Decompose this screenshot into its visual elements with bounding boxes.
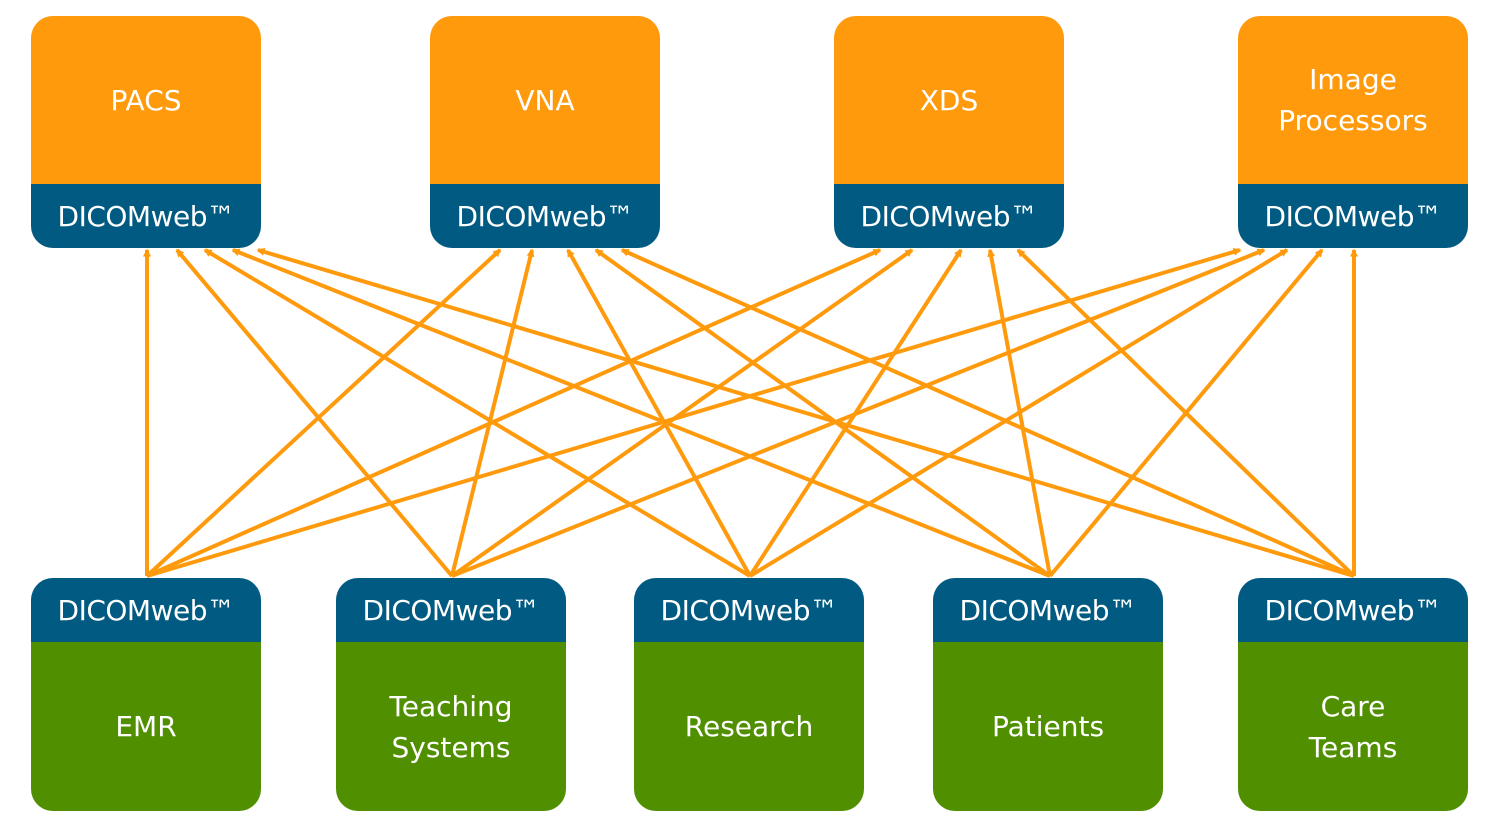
consumer-node-emr: DICOMweb™ EMR (31, 578, 261, 811)
connection-arrow (566, 248, 752, 577)
connection-arrow (175, 248, 454, 578)
dicomweb-badge: DICOMweb™ (31, 578, 261, 642)
connection-arrow (748, 248, 1289, 578)
connection-arrow (450, 248, 535, 577)
connection-arrow (146, 248, 882, 578)
dicomweb-badge: DICOMweb™ (933, 578, 1163, 642)
consumer-label-care-teams: Care Teams (1308, 689, 1398, 764)
connection-arrow (256, 248, 1355, 578)
source-label-image-processors: Image Processors (1278, 63, 1428, 137)
consumer-node-patients: DICOMweb™ Patients (933, 578, 1163, 811)
consumer-label-research: Research (684, 710, 814, 743)
connection-arrow (203, 248, 752, 578)
connection-arrow (1048, 248, 1324, 578)
source-label-xds: XDS (919, 83, 979, 117)
dicomweb-badge: DICOMweb™ (1238, 184, 1468, 248)
connection-arrow (231, 248, 1051, 578)
connection-arrow (450, 248, 914, 578)
connection-arrow (594, 248, 1052, 578)
source-label-vna: VNA (515, 83, 575, 117)
source-label-pacs: PACS (110, 83, 182, 117)
consumer-label-teaching-systems: Teaching Systems (389, 689, 513, 764)
dicomweb-badge: DICOMweb™ (634, 578, 864, 642)
connection-arrow (145, 248, 502, 578)
source-node-image-processors: Image Processors DICOMweb™ (1238, 16, 1468, 248)
connection-arrow (146, 248, 1242, 578)
connection-arrow (451, 248, 1266, 578)
source-node-xds: XDS DICOMweb™ (834, 16, 1064, 248)
dicomweb-badge: DICOMweb™ (834, 184, 1064, 248)
dicomweb-badge: DICOMweb™ (31, 184, 261, 248)
connection-arrow (620, 248, 1355, 578)
source-node-pacs: PACS DICOMweb™ (31, 16, 261, 248)
consumer-node-teaching-systems: DICOMweb™ Teaching Systems (336, 578, 566, 811)
consumer-node-care-teams: DICOMweb™ Care Teams (1238, 578, 1468, 811)
source-node-vna: VNA DICOMweb™ (430, 16, 660, 248)
dicomweb-badge: DICOMweb™ (336, 578, 566, 642)
dicomweb-badge: DICOMweb™ (430, 184, 660, 248)
consumer-label-emr: EMR (115, 710, 177, 743)
consumer-node-research: DICOMweb™ Research (634, 578, 864, 811)
consumer-label-patients: Patients (991, 710, 1105, 743)
dicomweb-badge: DICOMweb™ (1238, 578, 1468, 642)
